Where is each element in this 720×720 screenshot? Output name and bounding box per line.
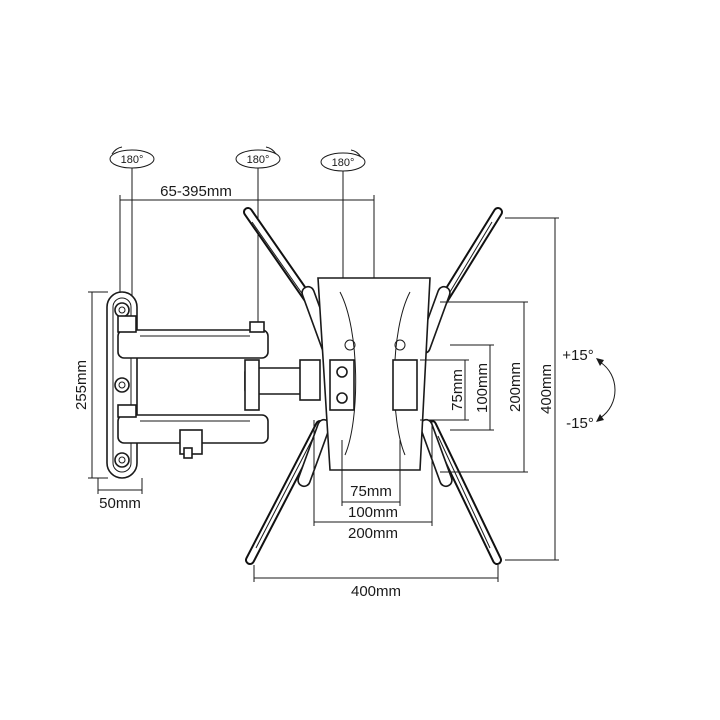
tilt-up-arrow-icon	[596, 358, 604, 366]
tilt-up-label: +15°	[562, 347, 593, 364]
rotation-indicator-plate: 180°	[320, 149, 366, 172]
rotation-label-plate: 180°	[332, 157, 355, 169]
wall-height-dimension: 255mm	[73, 291, 108, 479]
wall-height-label: 255mm	[73, 360, 90, 410]
tilt-indicator: +15° -15°	[562, 347, 616, 432]
tilt-down-arrow-icon	[596, 414, 604, 422]
arm-assembly	[117, 315, 321, 459]
vesa-vertical-dimensions: 75mm 100mm 200mm 400mm	[420, 217, 559, 561]
wall-width-label: 50mm	[99, 495, 141, 512]
tilt-down-label: -15°	[566, 415, 594, 432]
vesa-v400-label: 400mm	[538, 364, 555, 414]
wall-width-dimension: 50mm	[97, 478, 143, 512]
vesa-v200-label: 200mm	[507, 362, 524, 412]
rotation-indicator-wall: 180°	[109, 146, 155, 169]
vesa-h200-label: 200mm	[348, 525, 398, 542]
vesa-v100-label: 100mm	[474, 363, 491, 413]
rotation-indicator-arm: 180°	[235, 146, 281, 169]
center-plate	[317, 277, 431, 471]
vesa-h100-label: 100mm	[348, 504, 398, 521]
rotation-label-arm: 180°	[247, 154, 270, 166]
vesa-h400-label: 400mm	[351, 583, 401, 600]
vesa-h75-label: 75mm	[350, 483, 392, 500]
vesa-horizontal-dimensions: 75mm 100mm 200mm 400mm	[253, 420, 499, 600]
vesa-v75-label: 75mm	[449, 369, 466, 411]
extension-label: 65-395mm	[160, 183, 232, 200]
rotation-label-wall: 180°	[121, 154, 144, 166]
